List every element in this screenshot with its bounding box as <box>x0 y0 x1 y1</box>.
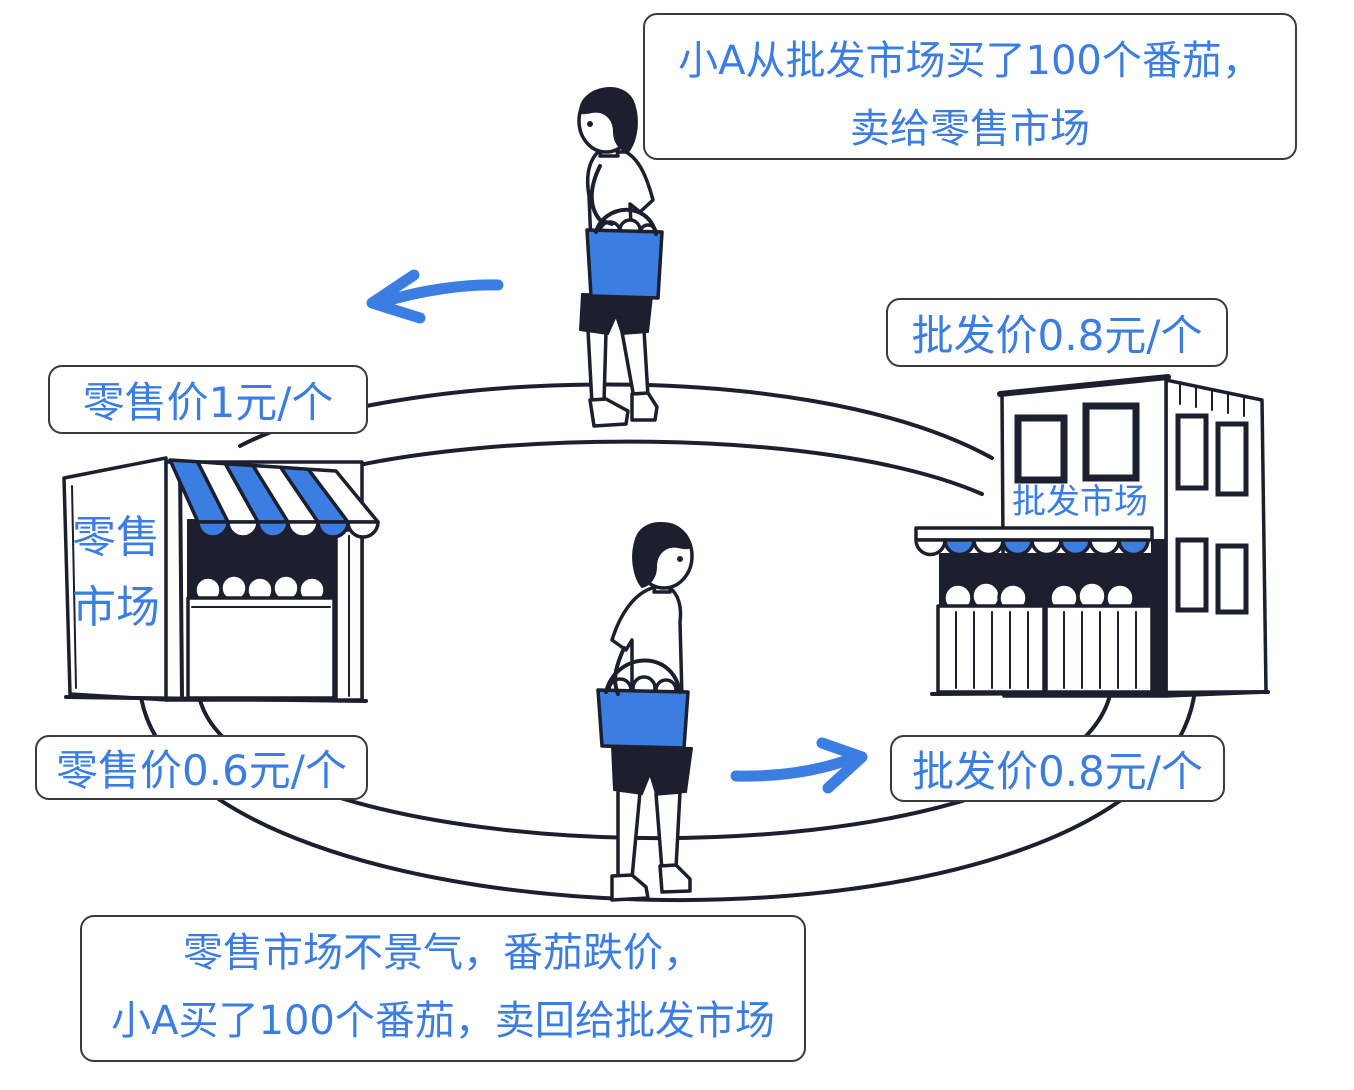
awning-scallop <box>256 520 290 539</box>
shop-column <box>1151 539 1167 697</box>
side-window <box>1175 413 1209 491</box>
stall-front-post <box>178 464 184 700</box>
retail-market-sign: 零售 市场 <box>72 503 160 643</box>
side-window <box>1215 421 1249 497</box>
stall-wall-edge <box>71 485 77 689</box>
awning-scallop <box>943 538 976 557</box>
leg <box>620 328 650 400</box>
wholesale-market-building <box>914 374 1270 698</box>
crate-slats <box>955 611 1137 689</box>
price-tag-label: 批发价0.8元/个 <box>911 311 1203 360</box>
arrow-right-icon <box>730 737 868 794</box>
side-window <box>1175 537 1209 613</box>
caption-line: 小A从批发市场买了100个番茄， <box>678 38 1262 84</box>
stall-counter <box>186 596 336 700</box>
awning-scallop <box>1059 538 1092 557</box>
arrow-left-icon <box>366 269 504 324</box>
awning-scallop <box>346 520 380 539</box>
arm <box>613 646 626 696</box>
basket-handle <box>604 658 682 694</box>
caption-buy-from-wholesale: 小A从批发市场买了100个番茄， 卖给零售市场 <box>643 13 1297 160</box>
price-tag-label: 零售价0.6元/个 <box>56 746 347 795</box>
caption-sell-back-to-wholesale: 零售市场不景气，番茄跌价， 小A买了100个番茄，卖回给批发市场 <box>80 915 806 1062</box>
awning-scallop <box>196 520 230 539</box>
price-tag-wholesale-before: 批发价0.8元/个 <box>886 298 1228 367</box>
person-carrying-tomatoes-to-retail <box>577 87 664 428</box>
retail-sign-line: 零售 <box>72 512 160 563</box>
side-window <box>1215 543 1249 615</box>
price-tag-retail-after: 零售价0.6元/个 <box>35 735 368 800</box>
retail-market-stall <box>62 456 380 703</box>
arrow-head <box>366 269 426 324</box>
awning-scallop <box>1001 538 1034 557</box>
wholesale-market-sign: 批发市场 <box>1012 482 1148 522</box>
shirt <box>610 586 684 700</box>
stall-awning <box>168 458 380 539</box>
leg <box>654 790 682 872</box>
awning-scallop <box>1117 538 1150 557</box>
price-tag-retail-before: 零售价1元/个 <box>48 365 368 434</box>
awning-scallop <box>316 520 350 539</box>
shoe <box>588 397 630 428</box>
arrow-shaft <box>730 751 862 782</box>
shoe <box>610 873 650 902</box>
tomato-basket <box>585 228 664 300</box>
eye <box>677 556 683 562</box>
shorts <box>611 745 693 795</box>
price-tag-label: 批发价0.8元/个 <box>912 747 1203 796</box>
awning-scallop <box>226 520 260 539</box>
awning-scallop <box>972 538 1005 557</box>
awning-scallop <box>914 538 947 557</box>
loop-inner-top-arc <box>328 439 984 496</box>
awning-scallop <box>1088 538 1121 557</box>
arrow-shaft <box>374 279 504 309</box>
tomato-basket <box>596 688 690 750</box>
hair <box>632 522 691 588</box>
person-carrying-tomatoes-to-wholesale <box>596 522 694 902</box>
price-tag-wholesale-after: 批发价0.8元/个 <box>890 735 1225 802</box>
arrow-head <box>816 737 868 794</box>
building-roof-edge <box>997 374 1171 397</box>
awning-scallop <box>1030 538 1063 557</box>
price-tag-label: 零售价1元/个 <box>82 378 334 427</box>
stall-ground-line <box>64 695 368 703</box>
building-ground-line <box>930 690 1270 696</box>
awning-band <box>914 526 1154 542</box>
awning-scallop <box>286 520 320 539</box>
caption-line: 小A买了100个番茄，卖回给批发市场 <box>111 998 775 1044</box>
window <box>1014 414 1068 484</box>
leg <box>586 328 608 406</box>
caption-line: 零售市场不景气，番茄跌价， <box>183 930 703 976</box>
retail-sign-line: 市场 <box>72 582 160 633</box>
eye <box>587 121 593 127</box>
hair <box>579 87 638 153</box>
leg <box>616 788 642 882</box>
building-side-trim <box>1179 383 1245 417</box>
shop-awning <box>914 526 1154 557</box>
shorts <box>579 293 653 335</box>
basket-handle <box>594 207 658 236</box>
arm <box>589 164 614 226</box>
shoe <box>658 863 692 894</box>
caption-line: 卖给零售市场 <box>850 106 1090 152</box>
shoe <box>630 391 659 422</box>
window <box>1082 402 1140 482</box>
